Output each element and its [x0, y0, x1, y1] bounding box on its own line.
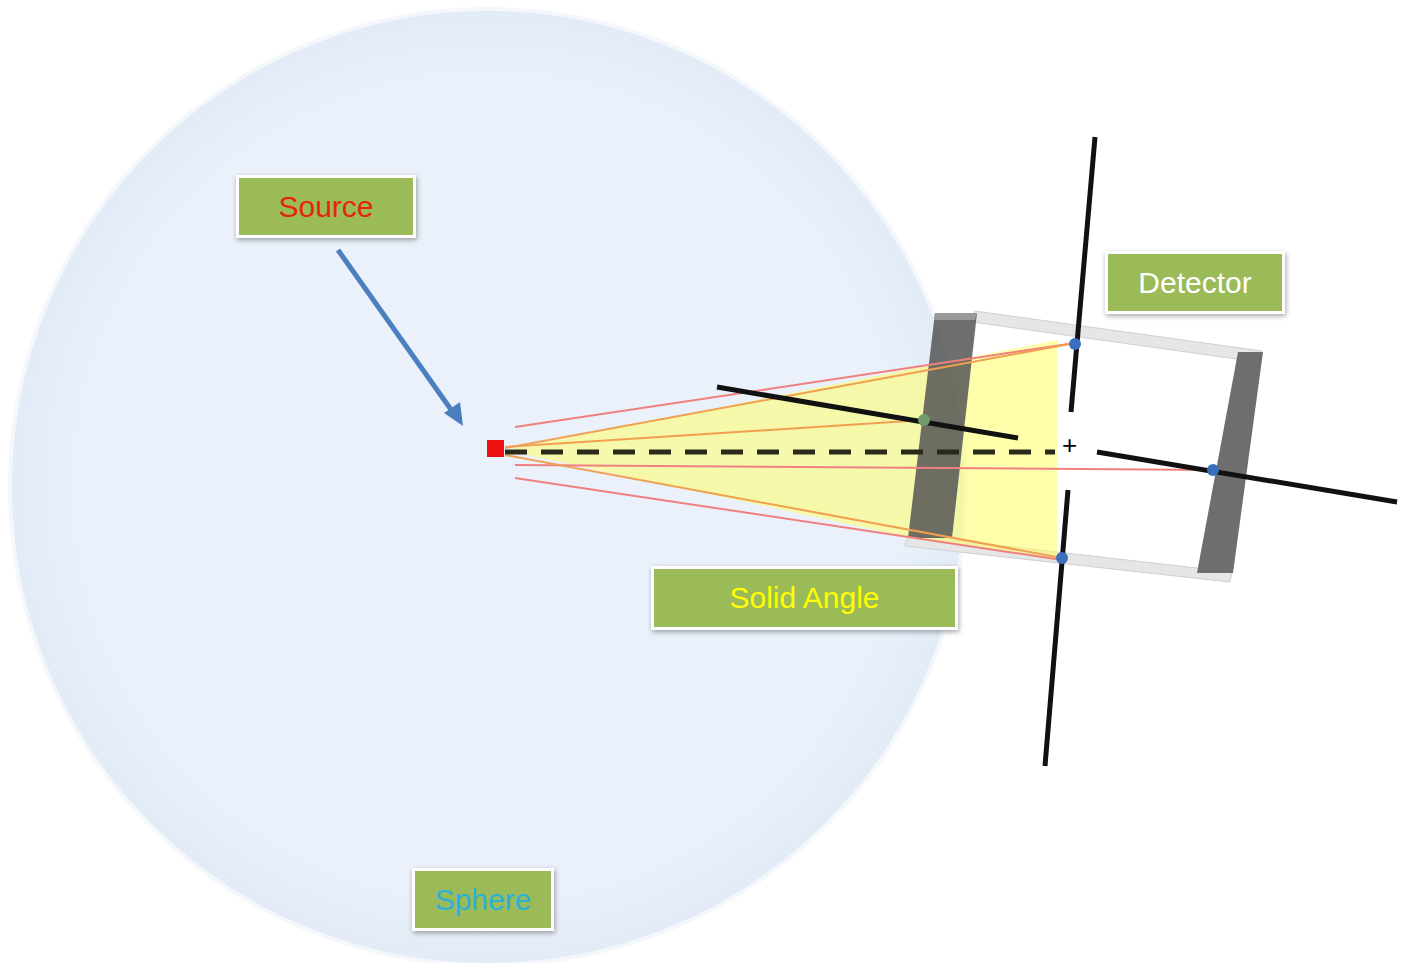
orange-rays — [505, 343, 1075, 558]
label-text: Source — [278, 189, 373, 225]
solid-angle-cone — [505, 340, 1057, 560]
point — [918, 414, 930, 426]
arrow-head — [444, 402, 463, 426]
source-point — [487, 440, 504, 457]
label-text: Solid Angle — [729, 580, 879, 616]
source-label: Source — [236, 175, 416, 238]
label-text: Sphere — [435, 882, 532, 918]
point — [1207, 464, 1219, 476]
center-mark: + — [1062, 432, 1077, 458]
detector-front-top — [934, 313, 977, 320]
detector-label: Detector — [1105, 251, 1285, 314]
detector-back-face — [1197, 352, 1263, 573]
center-axis — [505, 450, 1055, 455]
axis-lines — [717, 137, 1397, 766]
pointer-arrow — [338, 250, 452, 411]
solid-angle-label: Solid Angle — [651, 566, 958, 630]
point — [1069, 338, 1081, 350]
label-text: Detector — [1138, 265, 1251, 301]
point — [1056, 552, 1068, 564]
sphere-label: Sphere — [412, 868, 554, 931]
